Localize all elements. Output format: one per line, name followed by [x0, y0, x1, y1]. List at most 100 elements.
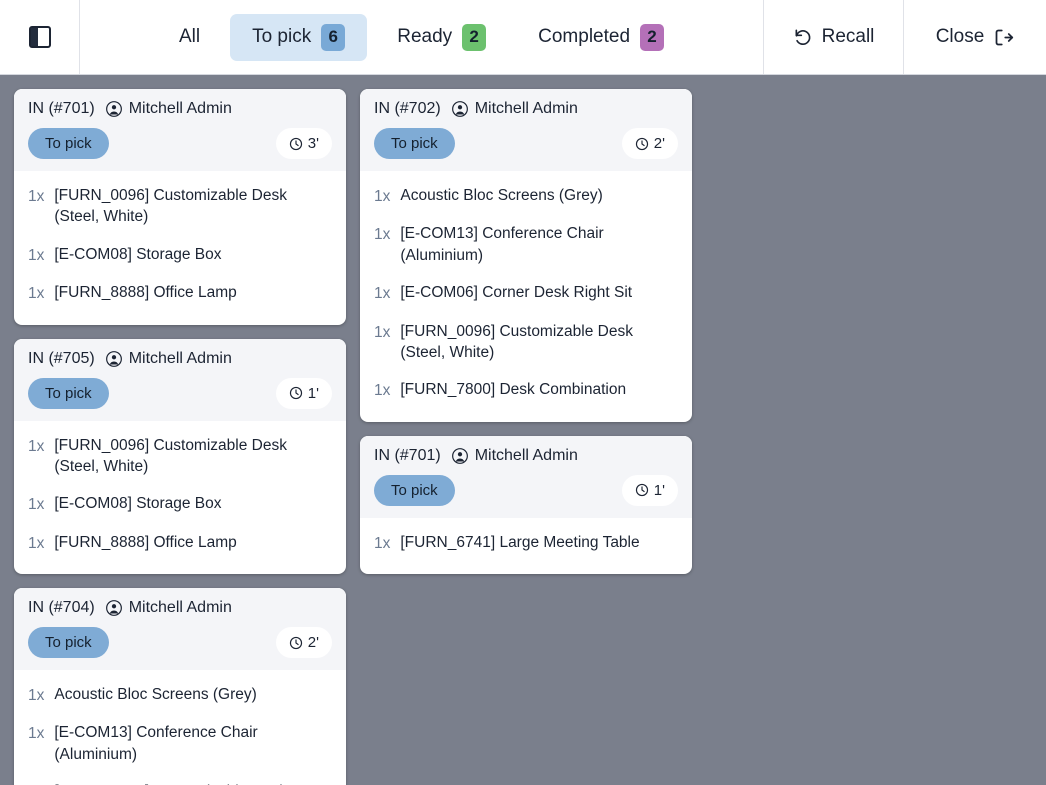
clock-icon [289, 137, 303, 151]
tab-count-badge: 6 [321, 23, 346, 51]
line-product: [FURN_8888] Office Lamp [54, 284, 237, 302]
line-quantity: 1x [374, 226, 391, 244]
sidebar-toggle-cell [0, 0, 80, 74]
line-product: [FURN_7800] Desk Combination [400, 381, 627, 399]
avatar-icon [105, 600, 122, 616]
assigned-user-label: Mitchell Admin [474, 446, 578, 464]
state-badge[interactable]: To pick [28, 128, 109, 159]
tab-label: All [178, 26, 201, 47]
state-badge[interactable]: To pick [374, 128, 455, 159]
line-product: [FURN_0096] Customizable Desk (Steel, Wh… [54, 187, 287, 226]
transfer-reference: IN (#702) [374, 100, 441, 117]
card-header: IN (#702) Mitchell Admin To pick 2' [360, 89, 692, 171]
assigned-user: Mitchell Admin [451, 446, 578, 465]
duration-chip: 1' [621, 474, 678, 506]
picking-line: 1x [E-COM06] Corner Desk Right Sit [374, 274, 678, 312]
duration-chip: 2' [621, 128, 678, 159]
card-status-row: To pick 1' [374, 474, 678, 518]
line-quantity: 1x [374, 382, 391, 400]
picking-line: 1x [E-COM08] Storage Box [28, 236, 332, 274]
tab-all[interactable]: All [157, 16, 222, 58]
line-quantity: 1x [28, 781, 44, 785]
sidebar-panel-icon[interactable] [28, 26, 51, 48]
line-quantity: 1x [374, 323, 391, 341]
card-body: 1x [FURN_0096] Customizable Desk (Steel, … [14, 171, 346, 325]
line-quantity: 1x [374, 285, 391, 303]
picking-line: 1x [FURN_0096] Customizable Desk (Steel, … [28, 177, 332, 236]
avatar-icon [451, 447, 468, 464]
clock-icon [635, 137, 649, 151]
line-product: [FURN_0096] Customizable Desk (Steel, Wh… [400, 322, 633, 361]
card-body: 1x [FURN_6741] Large Meeting Table [360, 518, 692, 574]
recall-button[interactable]: Recall [764, 0, 904, 74]
duration-label: 3' [307, 135, 319, 152]
line-product: [E-COM13] Conference Chair (Aluminium) [400, 225, 604, 264]
line-product: [E-COM06] Corner Desk Right Sit [400, 284, 633, 302]
avatar-icon [451, 101, 468, 117]
avatar-icon [105, 101, 122, 117]
close-button[interactable]: Close [904, 0, 1046, 74]
card-header: IN (#701) Mitchell Admin To pick 3' [14, 89, 346, 171]
line-product: [FURN_8888] Office Lamp [54, 533, 237, 551]
picking-line: 1x[FURN_8888] Office Lamp [28, 524, 332, 562]
tab-label: To pick [252, 26, 312, 47]
card-title-row: IN (#701)Mitchell Admin [374, 447, 678, 475]
picking-line: 1x [E-COM08] Storage Box [28, 485, 332, 523]
picking-line: 1x[FURN_8888] Office Lamp [28, 274, 332, 312]
line-quantity: 1x [28, 246, 45, 264]
duration-label: 2' [653, 135, 665, 152]
picking-line: 1x [FURN_7800] Desk Combination [374, 371, 678, 409]
assigned-user: Mitchell Admin [105, 100, 232, 118]
line-quantity: 1x [374, 534, 391, 552]
line-product: [FURN_6741] Large Meeting Table [400, 533, 640, 551]
close-label: Close [935, 26, 985, 47]
avatar-icon [105, 350, 122, 367]
line-quantity: 1x [28, 188, 45, 205]
assigned-user: Mitchell Admin [451, 100, 578, 118]
assigned-user-label: Mitchell Admin [474, 100, 578, 117]
state-badge[interactable]: To pick [28, 627, 109, 658]
assigned-user-label: Mitchell Admin [128, 599, 232, 616]
card-title-row: IN (#702) Mitchell Admin [374, 100, 678, 128]
tab-to-pick[interactable]: To pick 6 [230, 13, 368, 61]
picking-line: 1x [FURN_0096] Customizable Desk (Steel, … [374, 313, 678, 372]
duration-label: 1' [307, 384, 319, 402]
clock-icon [289, 386, 303, 400]
clock-icon [289, 636, 303, 650]
state-badge[interactable]: To pick [28, 377, 109, 409]
assigned-user-label: Mitchell Admin [128, 100, 232, 117]
transfer-reference: IN (#701) [28, 100, 95, 117]
duration-chip: 3' [275, 128, 332, 159]
line-quantity: 1x [28, 687, 45, 704]
picking-line: 1x[E-COM13] Conference Chair (Aluminium) [28, 714, 332, 773]
duration-label: 2' [307, 634, 319, 651]
card-title-row: IN (#704)Mitchell Admin [28, 599, 332, 627]
duration-label: 1' [653, 481, 665, 499]
line-product: [E-COM08] Storage Box [54, 495, 222, 513]
picking-line: 1x [FURN_6741] Large Meeting Table [374, 524, 678, 562]
picking-line: 1x[FURN_0096] Customizable Desk (Steel, … [28, 427, 332, 486]
line-product: [E-COM08] Storage Box [54, 245, 222, 263]
line-quantity: 1x [28, 496, 45, 514]
line-product: [E-COM13] Conference Chair (Aluminium) [54, 724, 258, 763]
line-product: [FURN_0098] Customizable Desk (Aluminium… [54, 781, 332, 785]
state-badge[interactable]: To pick [374, 474, 455, 506]
tab-label: Completed [538, 26, 631, 47]
tab-label: Ready [397, 26, 453, 47]
